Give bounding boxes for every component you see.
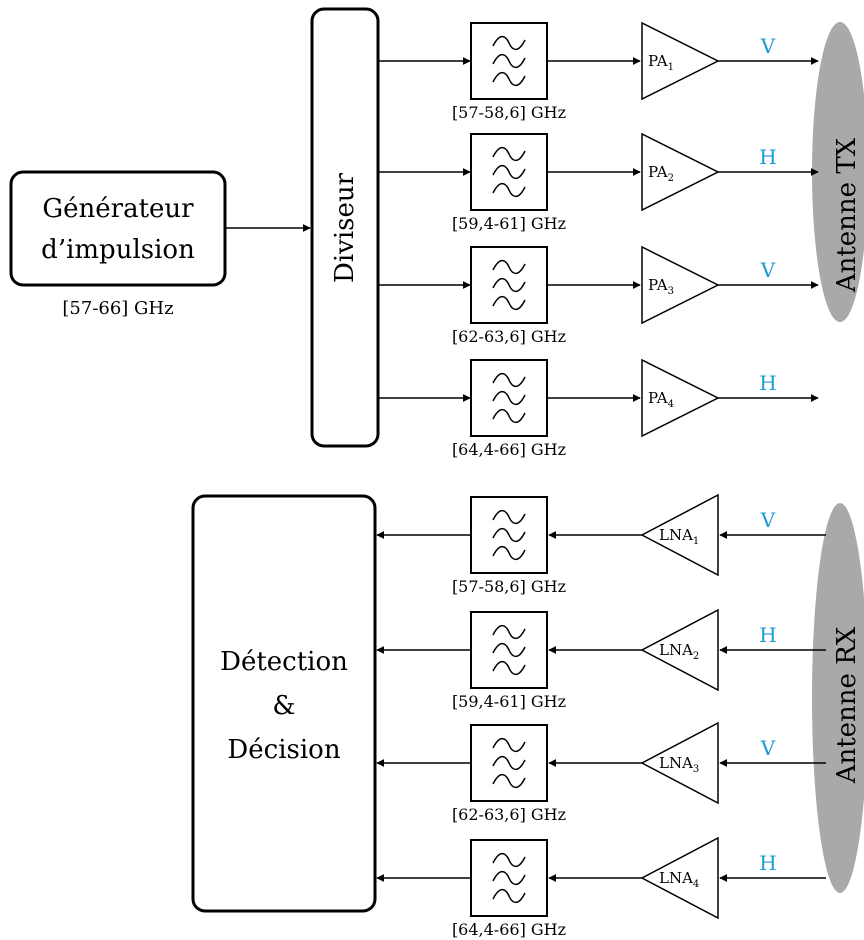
filter-wave-icon: [492, 545, 526, 561]
filter-wave-icon: [492, 295, 526, 311]
rx-polarization-label: H: [759, 623, 776, 647]
antenna-rx: [812, 503, 864, 893]
filter-wave-icon: [492, 737, 526, 753]
rx-channel-4: H LNA4 [64,4-66] GHz: [376, 836, 826, 939]
filter-wave-icon: [492, 624, 526, 640]
filter-wave-icon: [492, 35, 526, 51]
antenna-rx-label: Antenne RX: [832, 626, 862, 784]
detection-decision-box: [191, 494, 377, 913]
rx-filter-band-label: [59,4-61] GHz: [452, 692, 566, 711]
pa-label: PA1: [648, 52, 674, 73]
filter-wave-icon: [492, 870, 526, 886]
tx-channel-2: [59,4-61] GHz PA2 H: [378, 132, 819, 233]
low-noise-amplifier-triangle: [640, 836, 719, 920]
antenna-tx-label: Antenne TX: [832, 137, 862, 293]
filter-wave-icon: [492, 642, 526, 658]
pa-label: PA2: [648, 163, 674, 184]
low-noise-amplifier-triangle: [640, 608, 719, 692]
detection-label-line2: &: [272, 691, 295, 721]
pulse-generator-band: [57-66] GHz: [62, 298, 173, 319]
filter-wave-icon: [492, 259, 526, 275]
tx-polarization-label: H: [759, 371, 776, 395]
rx-filter-band-label: [64,4-66] GHz: [452, 920, 566, 939]
low-noise-amplifier-triangle: [640, 493, 719, 577]
tx-filter-band-label: [62-63,6] GHz: [452, 327, 566, 346]
tx-polarization-label: V: [760, 258, 776, 282]
tx-channel-1: [57-58,6] GHz PA1 V: [378, 21, 819, 122]
tx-filter-band-label: [64,4-66] GHz: [452, 440, 566, 459]
tx-polarization-label: H: [759, 145, 776, 169]
filter-wave-icon: [492, 182, 526, 198]
pulse-generator-box: [9, 170, 227, 287]
rx-channel-1: V LNA1 [57-58,6] GHz: [376, 493, 826, 596]
power-amplifier-triangle: [641, 245, 720, 325]
pulse-generator-label-line1: Générateur: [42, 194, 194, 224]
filter-wave-icon: [492, 660, 526, 676]
power-amplifier-triangle: [641, 132, 720, 212]
lna-label: LNA2: [659, 641, 699, 662]
rx-bandpass-filter: [470, 611, 548, 689]
filter-wave-icon: [492, 372, 526, 388]
filter-wave-icon: [492, 71, 526, 87]
rx-polarization-label: V: [760, 508, 776, 532]
lna-label: LNA3: [659, 754, 699, 775]
lna-label: LNA1: [659, 526, 699, 547]
tx-channel-3: [62-63,6] GHz PA3 V: [378, 245, 819, 346]
filter-wave-icon: [492, 408, 526, 424]
pa-label: PA4: [648, 389, 674, 410]
pa-label: PA3: [648, 276, 674, 297]
detection-label-line3: Décision: [227, 735, 340, 765]
detection-label-line1: Détection: [220, 647, 348, 677]
rx-polarization-label: V: [760, 736, 776, 760]
divider-box: [310, 7, 380, 448]
tx-polarization-label: V: [760, 34, 776, 58]
power-amplifier-triangle: [641, 358, 720, 438]
rx-filter-band-label: [62-63,6] GHz: [452, 805, 566, 824]
rx-channel-2: H LNA2 [59,4-61] GHz: [376, 608, 826, 711]
tx-filter-band-label: [59,4-61] GHz: [452, 214, 566, 233]
filter-wave-icon: [492, 390, 526, 406]
lna-label: LNA4: [659, 869, 699, 890]
low-noise-amplifier-triangle: [640, 721, 719, 805]
filter-wave-icon: [492, 755, 526, 771]
filter-wave-icon: [492, 146, 526, 162]
antenna-tx: [812, 22, 864, 322]
rx-channel-3: V LNA3 [62-63,6] GHz: [376, 721, 826, 824]
divider-label: Diviseur: [330, 172, 360, 283]
filter-wave-icon: [492, 852, 526, 868]
power-amplifier-triangle: [641, 21, 720, 101]
filter-wave-icon: [492, 888, 526, 904]
filter-wave-icon: [492, 527, 526, 543]
tx-filter-band-label: [57-58,6] GHz: [452, 103, 566, 122]
filter-wave-icon: [492, 773, 526, 789]
pulse-generator-label-line2: d’impulsion: [41, 235, 195, 265]
filter-wave-icon: [492, 164, 526, 180]
filter-wave-icon: [492, 509, 526, 525]
rx-polarization-label: H: [759, 851, 776, 875]
filter-wave-icon: [492, 277, 526, 293]
filter-wave-icon: [492, 53, 526, 69]
rx-filter-band-label: [57-58,6] GHz: [452, 577, 566, 596]
tx-channel-4: [64,4-66] GHz PA4 H: [378, 358, 819, 459]
